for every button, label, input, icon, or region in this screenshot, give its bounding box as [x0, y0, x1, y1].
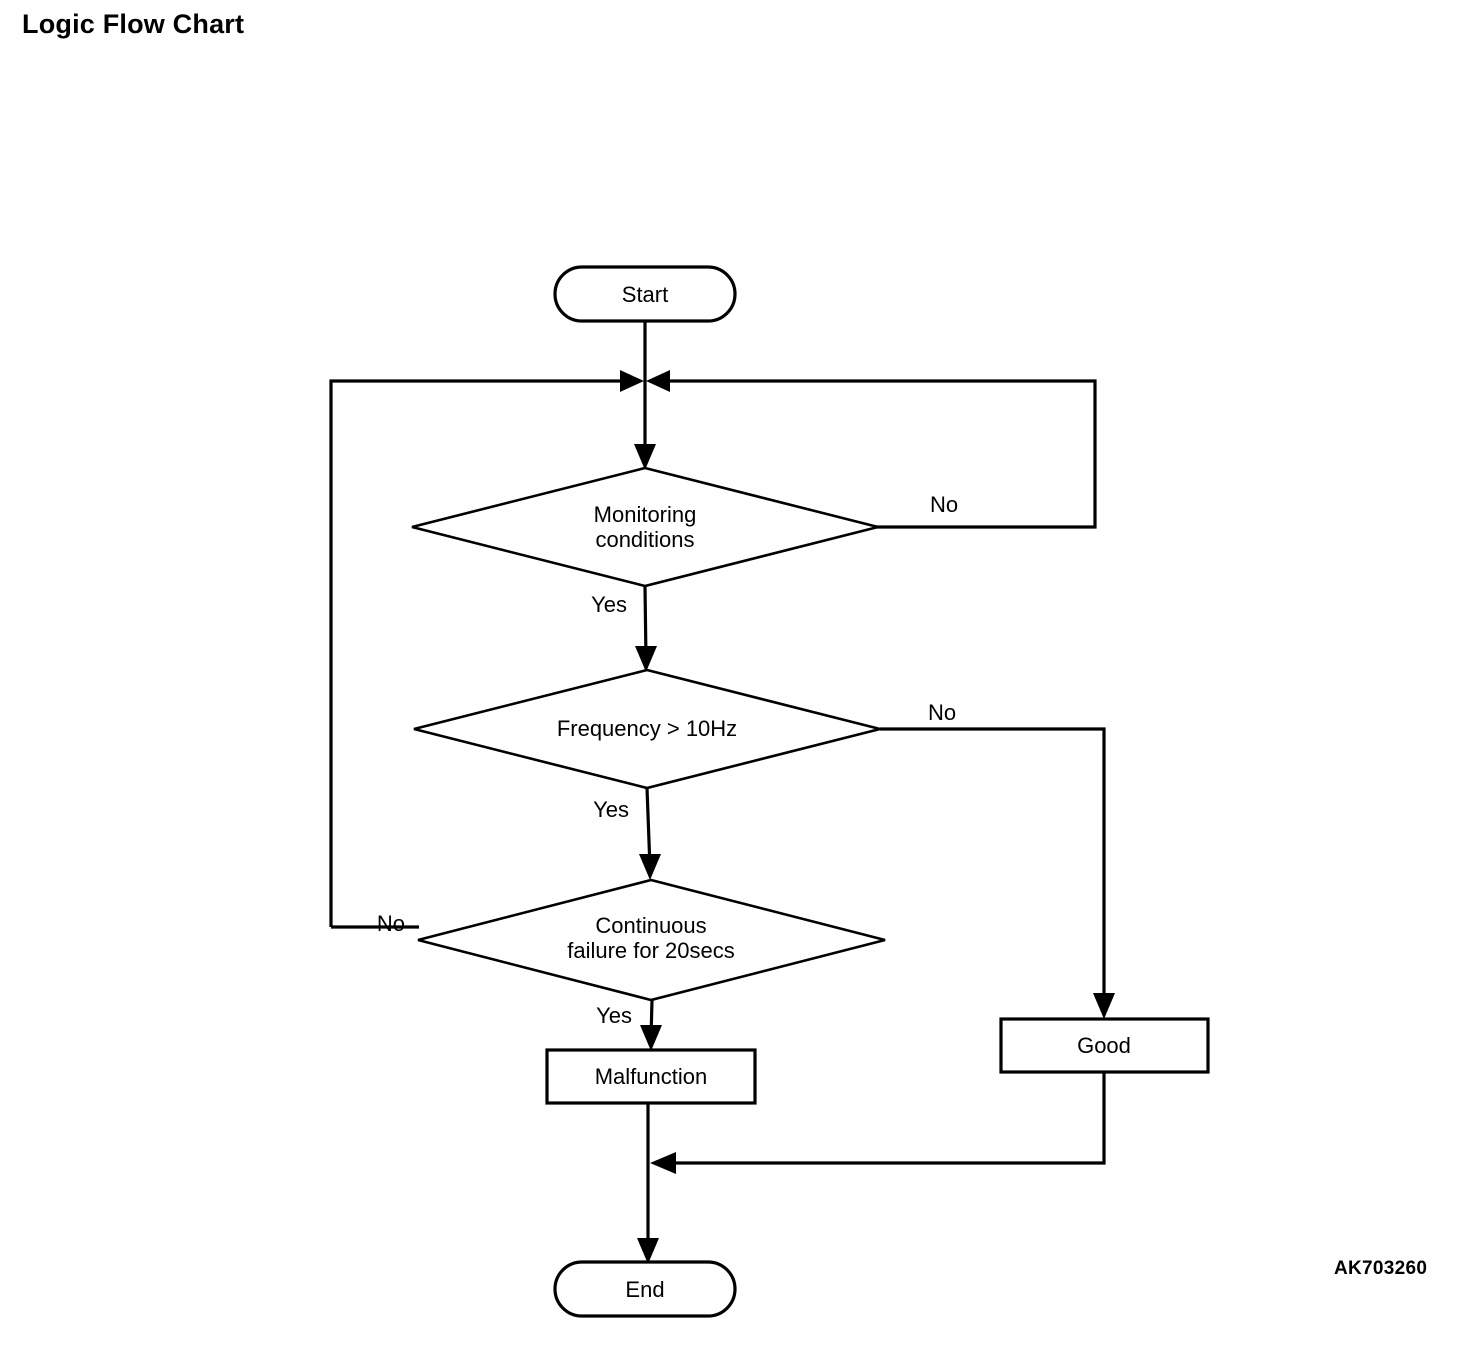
node-frequency-check[interactable]: Frequency > 10Hz [413, 668, 881, 790]
node-good[interactable]: Good [999, 1017, 1210, 1074]
edge-junction-to-monitoring [634, 381, 656, 470]
edge-loop-left [329, 370, 644, 927]
node-malfunction[interactable]: Malfunction [545, 1048, 757, 1105]
node-monitoring-label-line2: conditions [595, 527, 694, 552]
node-end-label: End [625, 1277, 664, 1302]
edge-continuous-yes [640, 999, 662, 1051]
node-frequency-label: Frequency > 10Hz [557, 716, 737, 741]
edge-loop-right [646, 370, 1097, 529]
figure-code: AK703260 [1334, 1258, 1428, 1279]
edge-label-frequency-no: No [928, 700, 956, 725]
edge-malfunction-to-end [637, 1103, 659, 1264]
edge-good-to-merge [650, 1072, 1106, 1174]
edge-label-monitoring-no: No [930, 492, 958, 517]
node-continuous-failure[interactable]: Continuous failure for 20secs [417, 878, 886, 1002]
node-start-label: Start [622, 282, 668, 307]
node-start[interactable]: Start [553, 265, 737, 323]
edge-frequency-yes [639, 787, 661, 880]
node-good-label: Good [1077, 1033, 1131, 1058]
node-monitoring-conditions[interactable]: Monitoring conditions [411, 466, 879, 588]
edge-monitoring-yes [635, 585, 657, 672]
page-title: Logic Flow Chart [22, 9, 245, 39]
node-monitoring-label-line1: Monitoring [594, 502, 697, 527]
node-continuous-label-line2: failure for 20secs [567, 938, 735, 963]
node-continuous-label-line1: Continuous [595, 913, 706, 938]
edge-label-continuous-yes: Yes [596, 1003, 632, 1028]
node-end[interactable]: End [553, 1260, 737, 1318]
edge-label-continuous-no: No [377, 911, 405, 936]
edge-frequency-no [880, 727, 1115, 1019]
edge-label-frequency-yes: Yes [593, 797, 629, 822]
edge-label-monitoring-yes: Yes [591, 592, 627, 617]
node-malfunction-label: Malfunction [595, 1064, 708, 1089]
